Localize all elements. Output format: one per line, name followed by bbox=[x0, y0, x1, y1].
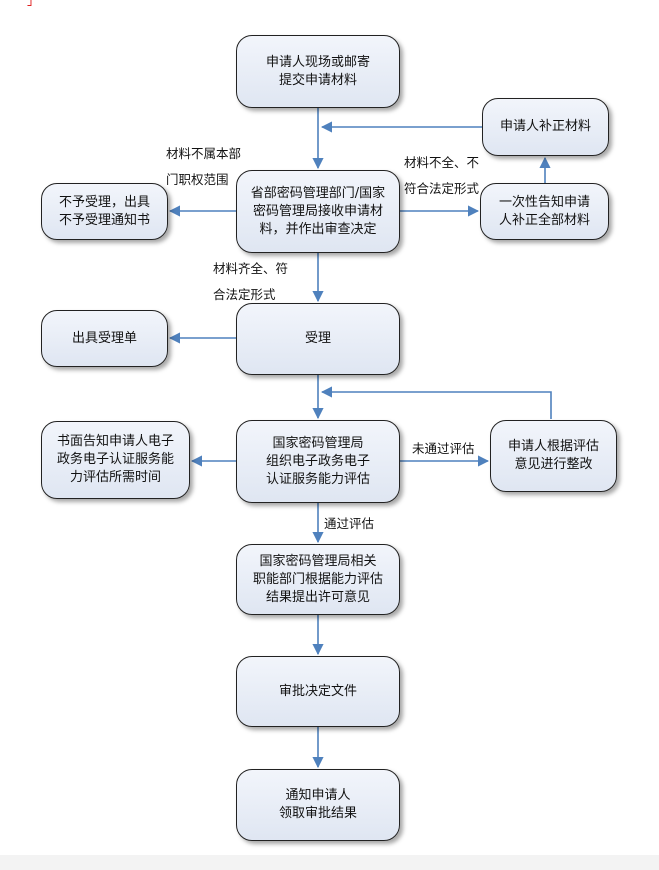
node-receipt: 出具受理单 bbox=[41, 310, 168, 367]
node-decision: 审批决定文件 bbox=[236, 656, 400, 727]
label-passed: 通过评估 bbox=[324, 516, 375, 531]
label-incomplete: 材料不全、不 符合法定形式 bbox=[404, 155, 480, 196]
node-review: 省部密码管理部门/国家 密码管理局接收申请材 料，并作出审查决定 bbox=[236, 170, 400, 253]
node-written-notice: 书面告知申请人电子 政务电子认证服务能 力评估所需时间 bbox=[41, 421, 190, 499]
corner-mark: ˩ bbox=[26, 0, 33, 10]
node-submit: 申请人现场或邮寄 提交申请材料 bbox=[236, 35, 400, 108]
node-reject: 不予受理，出具 不予受理通知书 bbox=[41, 183, 168, 240]
label-failed: 未通过评估 bbox=[412, 441, 475, 456]
node-rectify: 申请人根据评估 意见进行整改 bbox=[490, 420, 617, 492]
footer-bar bbox=[0, 855, 659, 870]
node-supplement: 申请人补正材料 bbox=[482, 98, 609, 156]
node-assess: 国家密码管理局 组织电子政务电子 认证服务能力评估 bbox=[236, 420, 400, 503]
node-accept: 受理 bbox=[236, 303, 400, 375]
node-notify-all: 一次性告知申请 人补正全部材料 bbox=[480, 183, 609, 240]
label-not-scope: 材料不属本部 门职权范围 bbox=[166, 146, 242, 187]
label-complete: 材料齐全、符 合法定形式 bbox=[213, 261, 289, 302]
node-result: 通知申请人 领取审批结果 bbox=[236, 769, 400, 841]
node-opinion: 国家密码管理局相关 职能部门根据能力评估 结果提出许可意见 bbox=[236, 544, 400, 615]
arrow-rectify-back bbox=[320, 386, 552, 419]
